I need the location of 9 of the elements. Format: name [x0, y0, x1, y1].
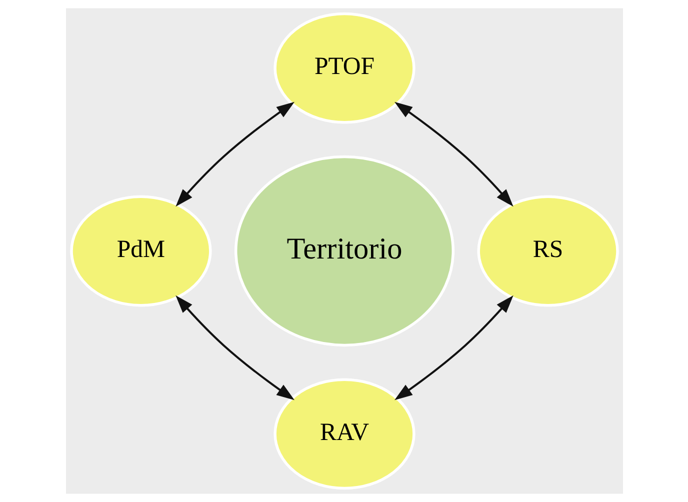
arrow — [175, 102, 294, 207]
node-ellipse: Territorio — [234, 155, 454, 347]
arrow — [175, 295, 294, 400]
node-ellipse: RS — [476, 195, 618, 307]
node-ellipse: PdM — [70, 195, 212, 307]
arrow — [394, 295, 513, 400]
arrow — [394, 102, 513, 207]
node-ellipse: RAV — [273, 378, 415, 490]
node-ellipse: PTOF — [273, 12, 415, 124]
